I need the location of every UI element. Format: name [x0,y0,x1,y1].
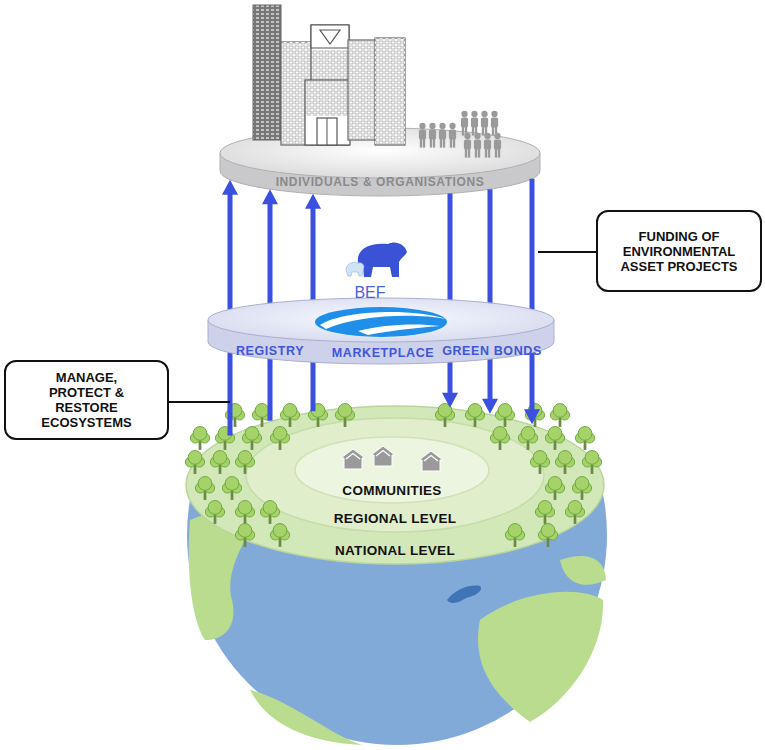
leader-line [168,401,230,403]
band-label: REGIONAL LEVEL [334,511,456,527]
bear-shape [358,242,407,277]
callout-box: MANAGE, PROTECT & RESTORE ECOSYSTEMS [4,360,169,440]
flow-arrow [524,179,540,425]
platform-disk: BEFREGISTRYMARKETPLACEGREEN BONDS [208,298,555,368]
level-band: COMMUNITIES [294,436,490,504]
arrow-head [305,194,321,209]
city-buildings [253,5,405,145]
disk-outline [220,128,540,200]
band-label: COMMUNITIES [342,483,441,499]
callout-text: FUNDING OF ENVIRONMENTAL ASSET PROJECTS [613,229,745,274]
tree-icon [550,404,569,427]
flow-arrow [482,189,498,413]
band-fill [295,437,489,503]
arrow-head [442,393,458,408]
arrow-head [482,399,498,414]
band-fill [246,418,544,532]
arrow-shaft [488,189,493,399]
cub-shape [346,262,364,276]
building [253,5,281,140]
callout-text: MANAGE, PROTECT & RESTORE ECOSYSTEMS [36,370,138,430]
building [281,42,313,145]
arrow-shaft [530,179,535,411]
callout-box: FUNDING OF ENVIRONMENTAL ASSET PROJECTS [596,210,762,292]
building [348,40,376,140]
lake [447,586,481,603]
arrow-head [524,409,540,424]
land [560,556,606,585]
land [250,690,362,745]
disk-top [208,298,554,342]
platform-label: REGISTRY [236,343,304,359]
bear-logo [346,242,407,277]
level-band: REGIONAL LEVEL COMMUNITIES [245,417,545,533]
band-label: NATIONAL LEVEL [335,543,455,559]
disk-label: INDIVIDUALS & ORGANISATIONS [276,174,485,190]
building-windows [281,42,313,145]
arrow-shaft [448,193,453,393]
tree-icon [225,404,244,427]
leader-line [538,251,596,253]
logo-swirl [315,307,447,337]
audience-disk: INDIVIDUALS & ORGANISATIONS [220,128,540,200]
disk-top [220,128,540,178]
person-icon [491,111,498,136]
person-icon [471,111,478,136]
ocean [187,480,607,745]
logo-swoosh [358,324,440,335]
platform-label: GREEN BONDS [442,343,542,359]
earth-globe [187,480,607,745]
building [311,25,349,145]
person-icon [481,111,488,136]
tree-icon [190,427,209,450]
logo-label: BEF [354,284,385,302]
band-fill [186,406,604,564]
building-windows [305,80,350,116]
arrow-head [262,189,278,204]
building-windows [348,40,376,140]
land [478,592,603,722]
level-band: NATIONAL LEVEL REGIONAL LEVEL COMMUNITIES [185,405,605,565]
platform-label: MARKETPLACE [332,345,434,361]
building-top [311,25,349,48]
